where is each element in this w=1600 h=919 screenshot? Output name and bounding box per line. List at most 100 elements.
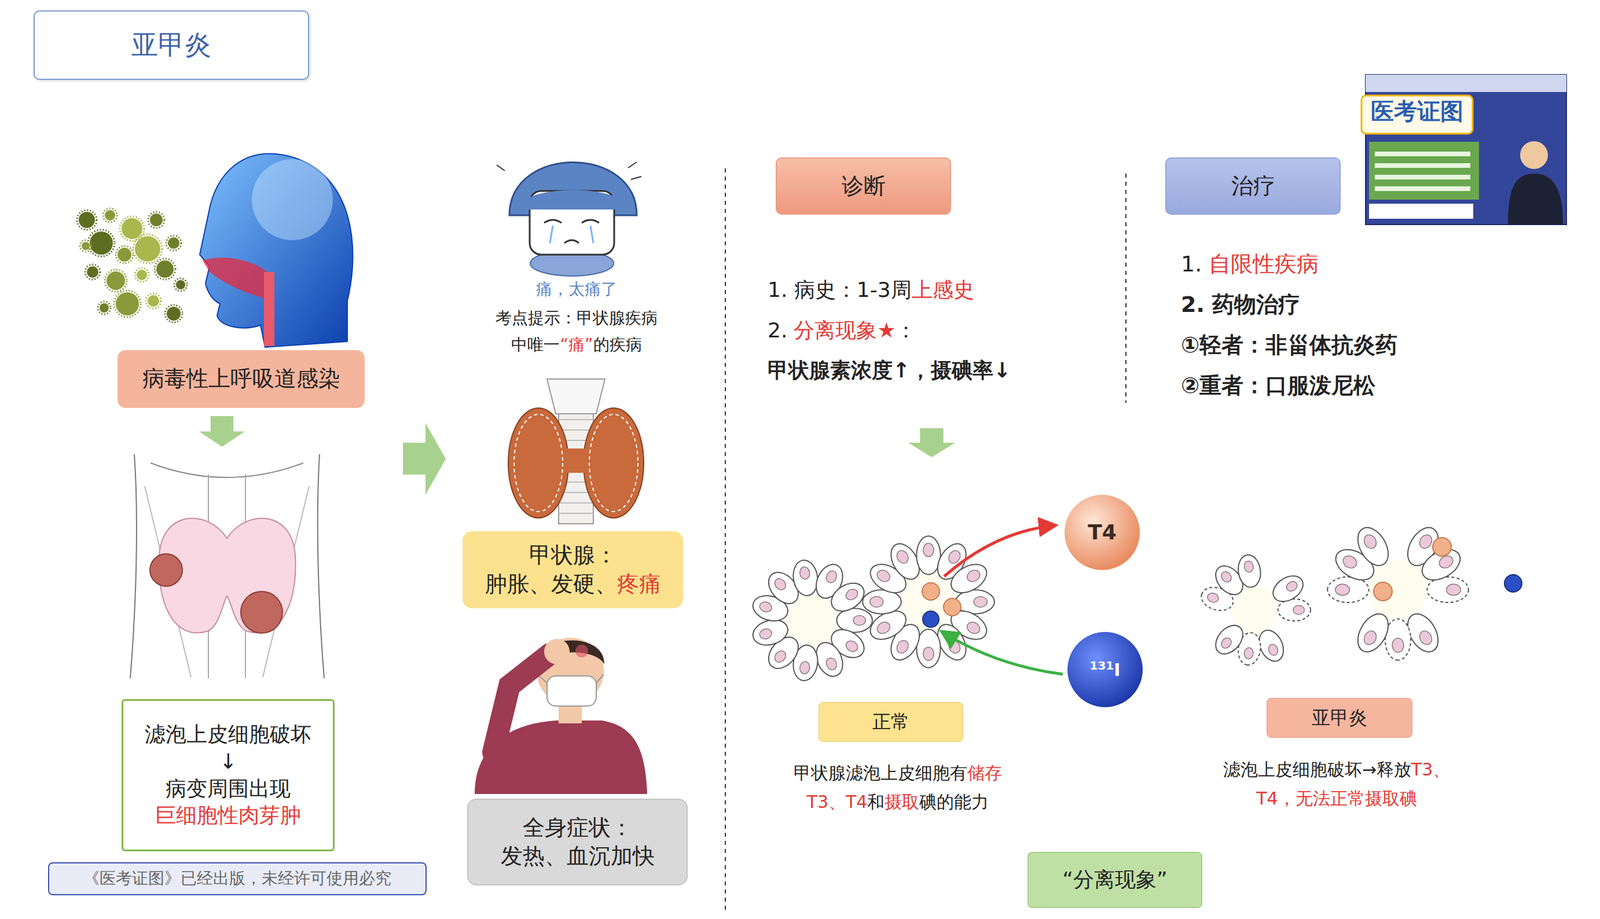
author-suit: [1507, 173, 1563, 225]
cell-nucleus: [1284, 579, 1299, 594]
face-mask: [547, 676, 597, 707]
thyroid-isthmus: [552, 448, 600, 473]
annotation: T4，无法正常摄取碘: [1256, 788, 1417, 809]
release-arrow: [944, 525, 1055, 577]
virus-spikes: [174, 278, 187, 292]
virus-spikes: [103, 208, 117, 223]
text-line: ①轻者：非甾体抗炎药: [1180, 331, 1398, 360]
virus: [175, 280, 186, 290]
annotation: 2. 药物治疗: [1180, 291, 1301, 318]
node-text: 正常: [872, 710, 910, 733]
text-line: 1.自限性疾病: [1180, 250, 1319, 279]
virus: [117, 247, 132, 262]
annotation: 1. 病史：1-3周: [767, 277, 912, 302]
cell-nucleus: [1335, 584, 1350, 596]
character-bangs: [523, 190, 623, 211]
virus: [106, 271, 126, 291]
annotation: 碘的能力: [919, 791, 989, 813]
follicle-cell: [826, 577, 869, 618]
follicle-cell: [1327, 577, 1369, 603]
text-line: 亚甲炎: [1311, 706, 1368, 731]
virus: [156, 260, 174, 278]
hormone-ball: [922, 582, 940, 601]
muscle-line: [144, 486, 310, 678]
person-hand: [544, 639, 570, 665]
virus: [99, 303, 109, 313]
text-line: 考点提示：甲状腺疾病: [495, 307, 658, 329]
hormone-ball: [1373, 582, 1393, 601]
cell-nucleus: [1293, 605, 1305, 615]
virus: [121, 218, 143, 240]
cell-nucleus: [923, 543, 934, 557]
larynx: [547, 379, 605, 414]
text-line: 《医考证图》已经出版，未经许可使用必究: [83, 868, 392, 890]
virus-spikes: [87, 229, 115, 257]
text-line: ↓: [219, 748, 237, 776]
iodine-ball: [1504, 574, 1522, 593]
cell-nucleus: [1361, 629, 1379, 648]
annotation: 和: [867, 791, 885, 813]
annotation: 滤泡上皮细胞破坏→释放: [1223, 759, 1412, 780]
annotation: 2.: [767, 318, 788, 343]
node-text: 疼痛: [617, 571, 662, 597]
person-arm: [493, 654, 550, 753]
node-text: I: [1113, 659, 1121, 681]
cell-nucleus: [1361, 532, 1379, 551]
annotation: 甲状腺滤泡上皮细胞有: [793, 762, 968, 784]
virus: [147, 295, 160, 307]
cell-nucleus: [973, 596, 987, 608]
cell-nucleus: [1219, 569, 1233, 585]
node-text: 131: [1090, 658, 1115, 673]
neck-outline: [317, 454, 325, 679]
virus: [136, 269, 148, 281]
cell-nucleus: [894, 638, 910, 656]
follicle-cell: [1268, 570, 1308, 607]
follicle-cell: [946, 558, 992, 599]
virus-spikes: [76, 210, 97, 230]
trachea-ring: [558, 502, 594, 504]
mask-strap: [537, 674, 604, 684]
annotation: 甲状腺素浓度↑，摄碘率↓: [767, 358, 1011, 383]
annotation: ②重者：口服泼尼松: [1180, 372, 1376, 399]
node-text: T4: [1087, 520, 1117, 545]
cell-nucleus: [843, 586, 860, 603]
virus-spikes: [164, 305, 183, 323]
annotation: ①轻者：非甾体抗炎药: [1180, 332, 1398, 358]
book-band: [1365, 74, 1567, 93]
cell-nucleus: [772, 648, 789, 665]
follicle-cell: [1351, 608, 1395, 658]
text-line: 甲状腺素浓度↑，摄碘率↓: [767, 357, 1011, 385]
follicle-cell: [916, 629, 941, 669]
virus-spikes: [148, 211, 165, 229]
annotation: 的疾病: [593, 335, 642, 355]
cell-nucleus: [758, 600, 773, 614]
flow-arrow: [402, 423, 446, 495]
text-line: T4: [1087, 519, 1117, 547]
brain: [251, 159, 333, 241]
character-eyes: [544, 219, 600, 223]
cell-nucleus: [1243, 560, 1254, 573]
annotation: 1.: [1180, 251, 1202, 277]
follicle-lumen: [1367, 559, 1428, 620]
follicle-cell: [836, 608, 872, 633]
cell-nucleus: [1446, 584, 1462, 596]
follicle-cell: [1278, 599, 1311, 622]
text-line: 病变周围出现: [165, 775, 291, 803]
circle-fill: [1064, 494, 1140, 571]
text-line: ②重者：口服泼尼松: [1180, 371, 1376, 400]
jaw-line: [150, 463, 304, 478]
annotation: 自限性疾病: [1208, 251, 1319, 277]
node-text: 病毒性上呼吸道感染: [142, 365, 341, 392]
node-text: 治疗: [1231, 173, 1276, 199]
flow-arrow: [199, 416, 245, 447]
node-text: 发热、血沉加快: [500, 843, 655, 869]
annotation: 痛，太痛了: [536, 279, 618, 299]
follicle-cell: [1236, 553, 1264, 589]
circle-fill: [1067, 632, 1143, 708]
text-line: 巨细胞性肉芽肿: [155, 802, 302, 830]
concept-box: “分离现象”: [1027, 852, 1203, 909]
follicle-cell: [1351, 522, 1395, 571]
damaged-follicle: [1327, 522, 1469, 660]
section-header: 诊断: [775, 157, 952, 215]
damaged-follicle: [1198, 553, 1312, 667]
